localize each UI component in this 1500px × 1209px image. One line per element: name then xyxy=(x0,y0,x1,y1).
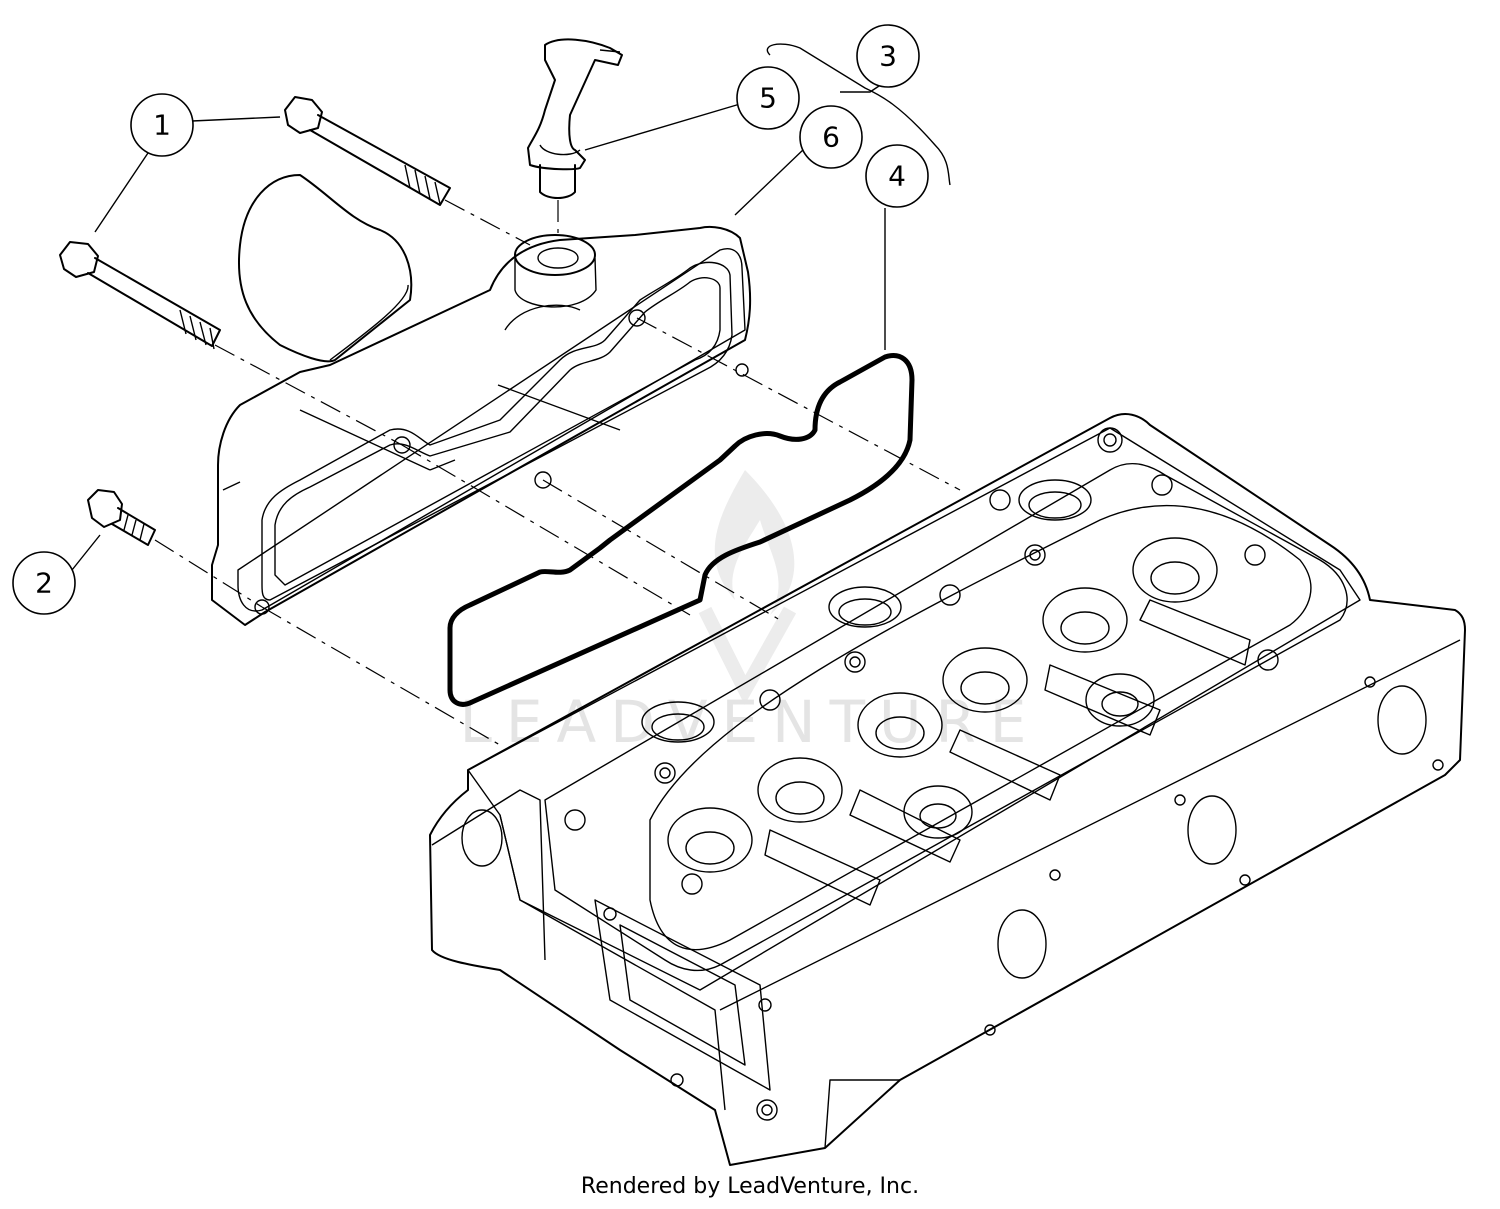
callout-5: 5 xyxy=(736,66,800,130)
svg-text:5: 5 xyxy=(759,82,777,115)
svg-text:2: 2 xyxy=(35,567,53,600)
short-bolt xyxy=(87,489,156,546)
callouts: 1 2 3 4 5 6 xyxy=(12,24,951,615)
gasket xyxy=(447,353,915,707)
svg-text:3: 3 xyxy=(879,40,897,73)
callout-6: 6 xyxy=(799,105,863,169)
svg-text:4: 4 xyxy=(888,160,906,193)
long-bolt-lower xyxy=(59,241,221,350)
breather-hose xyxy=(527,38,623,199)
footer-credit: Rendered by LeadVenture, Inc. xyxy=(580,1174,920,1199)
callout-4: 4 xyxy=(865,144,929,208)
svg-text:6: 6 xyxy=(822,121,840,154)
watermark: LEADVENTURE xyxy=(460,470,1026,756)
callout-3: 3 xyxy=(856,24,920,88)
callout-2: 2 xyxy=(12,551,76,615)
callout-1: 1 xyxy=(130,93,194,157)
cylinder-head xyxy=(429,413,1466,1166)
valve-cover xyxy=(211,174,752,626)
assembly-lines xyxy=(154,199,961,746)
long-bolt-upper xyxy=(284,96,451,206)
svg-text:1: 1 xyxy=(153,109,171,142)
